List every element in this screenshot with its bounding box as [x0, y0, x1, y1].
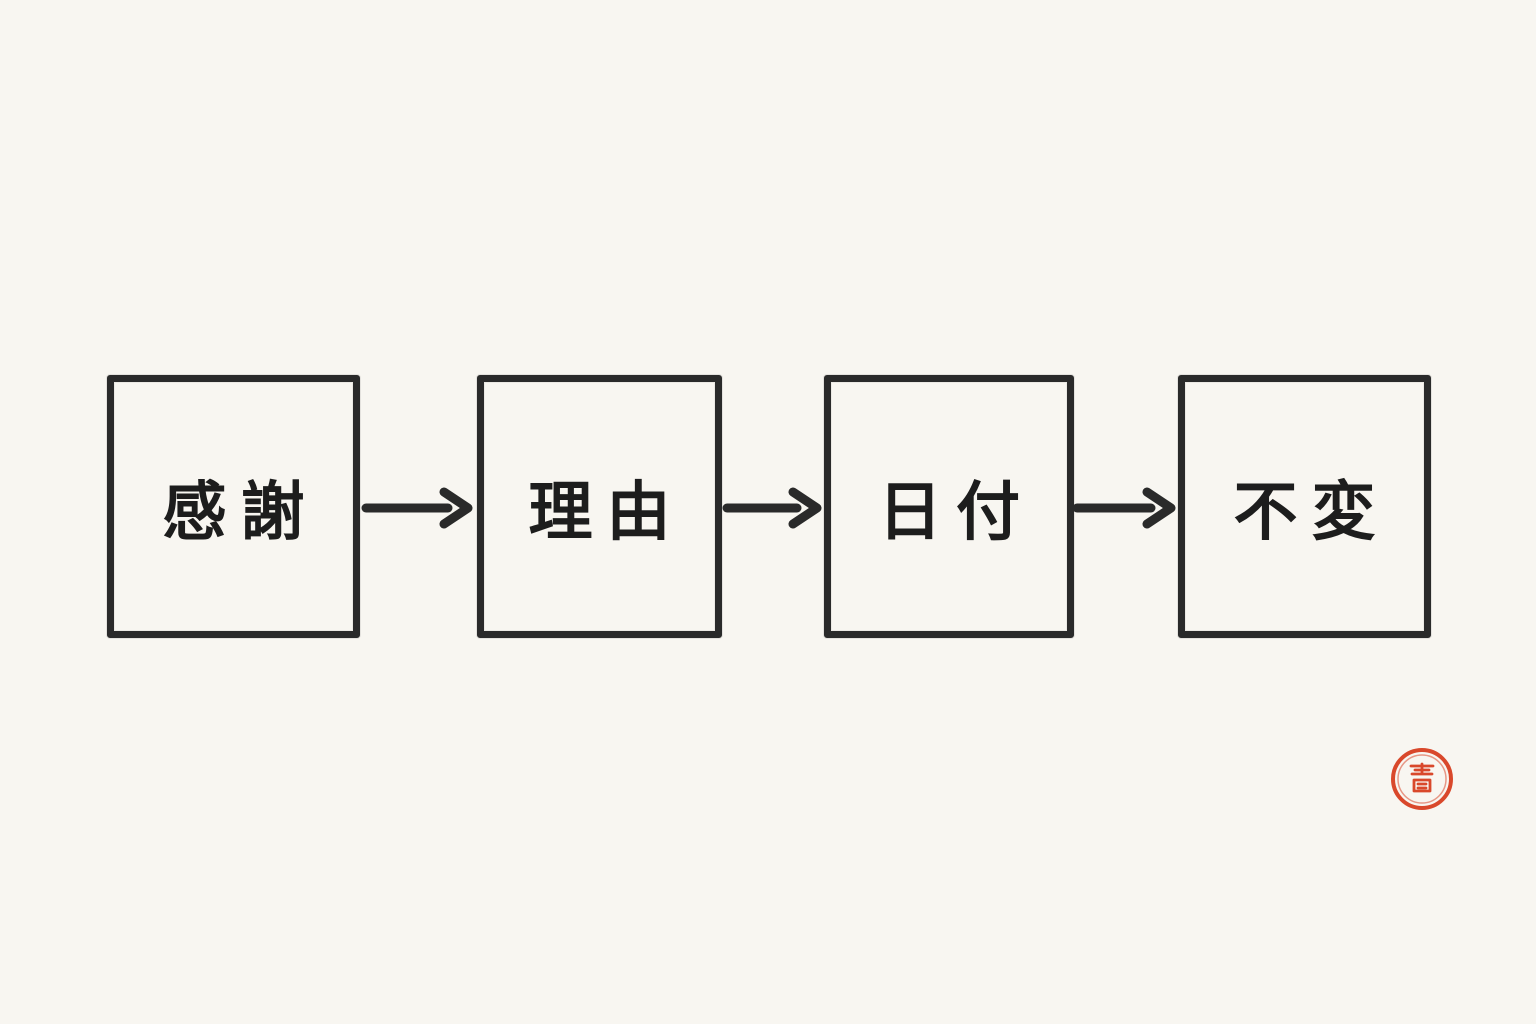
flow-arrow-2	[722, 487, 822, 529]
flow-node-2: 理由	[477, 375, 722, 638]
flow-arrow-1	[361, 487, 473, 529]
flow-node-1: 感謝	[107, 375, 360, 638]
flow-node-label: 日付	[878, 474, 1034, 550]
flow-node-label: 理由	[528, 474, 685, 550]
red-seal-icon	[1391, 748, 1453, 810]
flow-node-3: 日付	[824, 375, 1074, 638]
flow-node-4: 不変	[1178, 375, 1431, 638]
flow-node-label: 感謝	[162, 474, 319, 550]
flow-arrow-3	[1072, 487, 1176, 529]
flow-node-label: 不変	[1233, 474, 1390, 550]
